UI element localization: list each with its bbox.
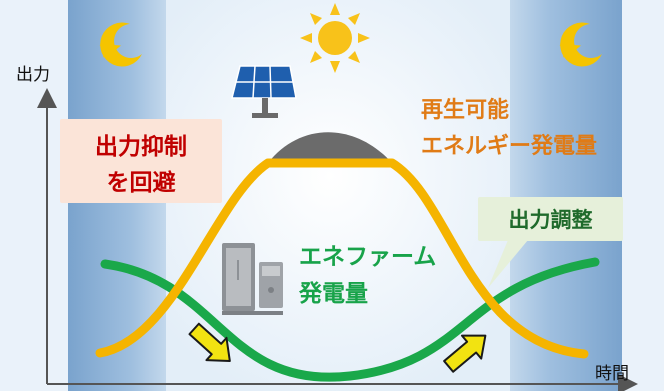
sun-icon (300, 3, 370, 73)
arrow-down-right-icon (188, 322, 231, 363)
enefarm-label-line2: 発電量 (299, 281, 368, 307)
y-axis-label: 出力 (16, 65, 50, 85)
axes (37, 88, 638, 391)
moon-star-icon (99, 22, 142, 67)
solar-panel-icon (231, 65, 297, 118)
x-axis-label: 時間 (595, 364, 629, 384)
renewable-label-line1: 再生可能 (421, 98, 510, 123)
night-band-right (510, 0, 622, 391)
adjustment-label: 出力調整 (508, 208, 593, 232)
enefarm-output-curve (100, 257, 600, 382)
suppression-avoided-box: 出力抑制 を回避 (60, 119, 222, 203)
renewable-label-line2: エネルギー発電量 (421, 134, 598, 159)
renewable-output-curve (95, 158, 589, 359)
enefarm-label-line1: エネファーム (299, 244, 437, 270)
output-adjustment-box: 出力調整 (478, 197, 623, 241)
suppression-label-line1: 出力抑制 (95, 134, 187, 160)
suppression-label-line2: を回避 (106, 170, 176, 196)
arrow-up-right-icon (443, 334, 487, 373)
moon-star-icon (559, 22, 602, 67)
adjustment-callout-pointer (488, 240, 528, 288)
suppressed-output-area (268, 132, 392, 163)
fuel-cell-unit-icon (222, 243, 283, 315)
